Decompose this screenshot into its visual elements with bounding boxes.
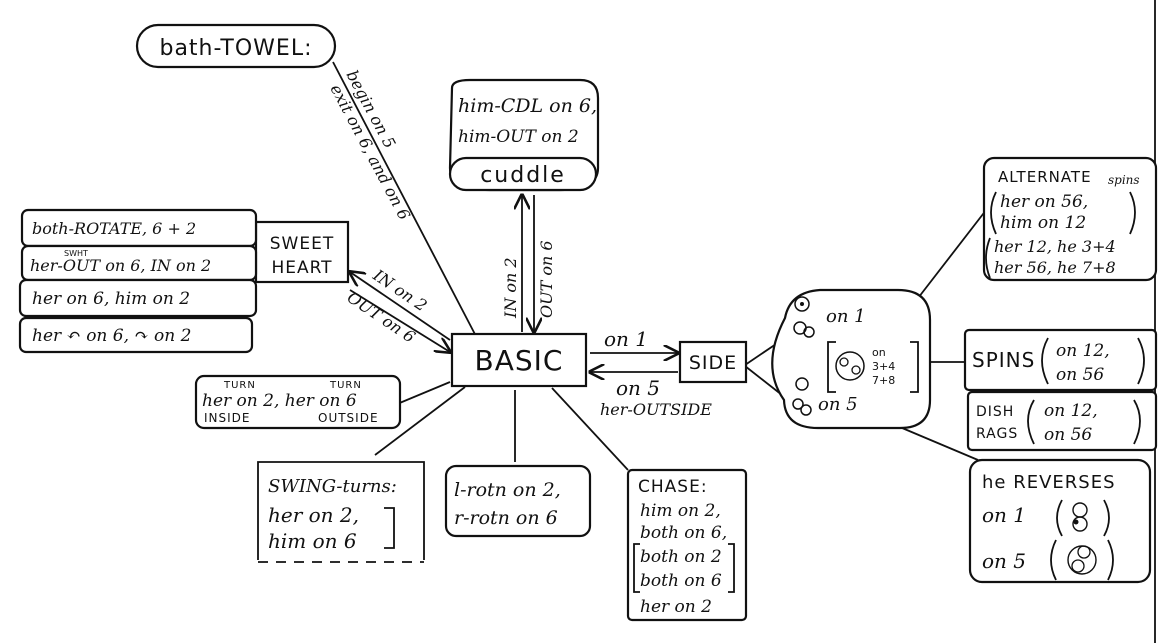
chase-line-4: both on 6 <box>640 571 722 591</box>
side-label: SIDE <box>689 352 737 374</box>
edge-label-cuddle-out: OUT on 6 <box>537 240 556 318</box>
alternate-title: ALTERNATE <box>998 168 1092 186</box>
rotn-node: l-rotn on 2, r-rotn on 6 <box>444 464 592 538</box>
edge-label-cuddle-in: IN on 2 <box>501 257 520 319</box>
cuddle-line-2: him-OUT on 2 <box>458 127 579 147</box>
edge-label-her-outside: her-OUTSIDE <box>600 400 712 419</box>
side-node: SIDE <box>678 340 748 384</box>
basic-node: BASIC <box>450 332 588 388</box>
chase-line-2: both on 6, <box>640 523 727 543</box>
chase-node: CHASE: him on 2, both on 6, both on 2 bo… <box>626 468 748 622</box>
reverses-title: he REVERSES <box>982 472 1116 493</box>
spins-line-1: on 12, <box>1056 341 1110 361</box>
reverses-node: he REVERSES on 1 on 5 <box>968 458 1152 584</box>
reverses-line-1: on 1 <box>982 503 1026 527</box>
chase-line-1: him on 2, <box>640 501 721 521</box>
cuddle-line-1: him-CDL on 6, <box>458 95 597 117</box>
rotation-figure-icon <box>827 341 919 393</box>
reverse-figure-icon-1 <box>1072 502 1088 532</box>
alternate-line-2: him on 12 <box>1000 213 1086 233</box>
side-on5: on 5 <box>818 394 858 415</box>
turn-node: TURN TURN her on 2, her on 6 INSIDE OUTS… <box>194 374 402 430</box>
bath-towel-node: bath-TOWEL: <box>135 23 337 69</box>
dish-line-1: DISH <box>976 404 1014 420</box>
turn-bottom-2: OUTSIDE <box>318 411 379 425</box>
sweetheart-line-1: SWEET <box>270 234 334 254</box>
edge-label-on5: on 5 <box>616 376 660 400</box>
reverse-figure-icon-2 <box>1067 545 1097 575</box>
dish-right-1: on 12, <box>1044 401 1098 421</box>
turn-top-2: TURN <box>329 380 362 391</box>
spins-line-2: on 56 <box>1056 365 1104 385</box>
sweetheart-row-4: her ↶ on 6, ↷ on 2 <box>32 326 191 346</box>
dish-line-2: RAGS <box>976 426 1018 442</box>
bracket-34: 3+4 <box>872 360 895 373</box>
cuddle-label: cuddle <box>480 163 566 188</box>
bath-towel-label: bath-TOWEL: <box>159 36 312 61</box>
edge-label-on1: on 1 <box>604 327 648 351</box>
swing-line-2: him on 6 <box>268 529 357 553</box>
side-on1: on 1 <box>826 306 866 327</box>
sweetheart-row-1: both-ROTATE, 6 + 2 <box>32 219 196 238</box>
basic-label: BASIC <box>475 344 564 377</box>
sweetheart-node: SWEET HEART both-ROTATE, 6 + 2 SWHT her-… <box>18 208 350 354</box>
turn-main: her on 2, her on 6 <box>202 391 357 411</box>
turn-top-1: TURN <box>223 380 256 391</box>
alternate-line-4: her 56, he 7+8 <box>994 258 1116 277</box>
alternate-node: ALTERNATE spins her on 56, him on 12 her… <box>982 156 1158 282</box>
sweetheart-row-2: her-OUT on 6, IN on 2 <box>30 256 211 275</box>
alternate-line-3: her 12, he 3+4 <box>994 237 1116 256</box>
sweetheart-row-3: her on 6, him on 2 <box>32 289 190 309</box>
bracket-on: on <box>872 346 886 359</box>
turn-bottom-1: INSIDE <box>204 411 251 425</box>
swing-line-1: her on 2, <box>268 503 359 527</box>
chase-title: CHASE: <box>638 477 708 497</box>
chase-line-3: both on 2 <box>640 547 722 567</box>
arrows <box>350 195 678 372</box>
swing-turns-node: SWING-turns: her on 2, him on 6 <box>257 461 425 563</box>
alternate-title-small: spins <box>1108 173 1140 187</box>
couple-figure-icon-2 <box>792 377 812 416</box>
bracket-78: 7+8 <box>872 374 895 387</box>
spins-label: SPINS <box>972 348 1035 372</box>
sweetheart-line-2: HEART <box>271 258 332 278</box>
sweetheart-small-label: SWHT <box>64 249 88 258</box>
couple-figure-icon <box>793 296 815 338</box>
dish-rags-node: DISH RAGS on 12, on 56 <box>966 390 1158 452</box>
rotn-line-1: l-rotn on 2, <box>454 479 561 501</box>
alternate-line-1: her on 56, <box>1000 192 1088 212</box>
swing-title: SWING-turns: <box>268 476 397 497</box>
spins-node: SPINS on 12, on 56 <box>963 328 1158 392</box>
cuddle-node: him-CDL on 6, him-OUT on 2 cuddle <box>448 78 600 192</box>
dish-right-2: on 56 <box>1044 425 1092 445</box>
side-bubble: on 1 on 3+4 7+8 on 5 <box>771 288 932 430</box>
rotn-line-2: r-rotn on 6 <box>454 507 558 529</box>
reverses-line-2: on 5 <box>982 549 1026 573</box>
chase-line-5: her on 2 <box>640 597 712 617</box>
